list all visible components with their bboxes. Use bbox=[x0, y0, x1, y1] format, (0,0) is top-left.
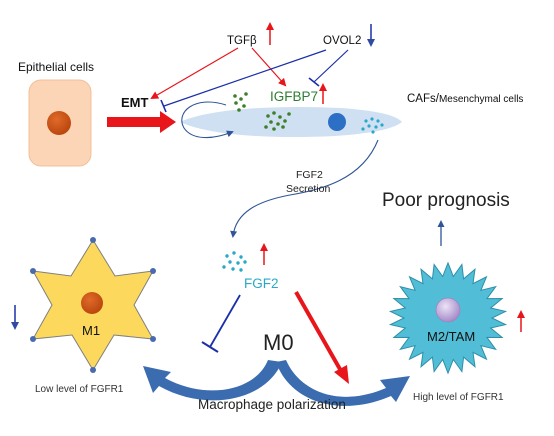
tgfb-to-emt-arrow bbox=[150, 47, 239, 100]
emt-label: EMT bbox=[121, 95, 149, 110]
tgfb-to-igfbp7-arrow bbox=[251, 47, 287, 87]
fgf2-label: FGF2 bbox=[244, 276, 279, 291]
m2-nucleus bbox=[435, 297, 461, 323]
epithelial-cells-label: Epithelial cells bbox=[18, 60, 94, 74]
polarization-label: Macrophage polarization bbox=[198, 397, 346, 412]
igfbp7-dots bbox=[233, 92, 291, 131]
caf-fgf2-dots bbox=[361, 117, 384, 134]
m1-label: M1 bbox=[82, 323, 100, 338]
ovol2-label: OVOL2 bbox=[323, 35, 361, 47]
fgf2-inhibits-m1 bbox=[209, 294, 241, 348]
autocrine-loop-arrow bbox=[181, 101, 234, 139]
igfbp7-label: IGFBP7 bbox=[270, 89, 318, 104]
emt-arrow bbox=[107, 111, 176, 133]
caf-cell bbox=[180, 106, 402, 138]
low-fgfr1-label: Low level of FGFR1 bbox=[35, 384, 124, 395]
mesenchymal-label: Mesenchymal cells bbox=[439, 94, 523, 105]
ovol2-inhibits-emt bbox=[163, 49, 327, 107]
m2-label: M2/TAM bbox=[427, 329, 475, 344]
m1-nucleus bbox=[81, 292, 103, 314]
fgf2-promotes-m2-head bbox=[334, 365, 349, 384]
fgf2-dots bbox=[222, 251, 247, 272]
fgf2-inhibit-bar-m1 bbox=[201, 341, 219, 353]
ovol2-inhibit-bar-igfbp7 bbox=[308, 77, 320, 87]
fgf2-secretion-arrow bbox=[230, 139, 379, 238]
fgf2-secretion-line1: FGF2 bbox=[296, 169, 323, 181]
polarization-arrow-left bbox=[143, 360, 282, 401]
fgf2-promotes-m2 bbox=[294, 291, 343, 372]
epithelial-nucleus bbox=[47, 111, 71, 135]
tgfb-label: TGFβ bbox=[227, 35, 257, 47]
cafs-label-group: CAFs/Mesenchymal cells bbox=[407, 93, 523, 105]
high-fgfr1-label: High level of FGFR1 bbox=[413, 392, 504, 403]
ovol2-inhibit-bar-emt bbox=[160, 99, 167, 113]
fgf2-secretion-line2: Secretion bbox=[286, 183, 331, 195]
cafs-label: CAFs/ bbox=[407, 93, 440, 105]
caf-nucleus bbox=[328, 113, 346, 131]
ovol2-inhibits-igfbp7 bbox=[313, 49, 349, 83]
polarization-arrow-right bbox=[276, 360, 410, 406]
poor-prognosis-label: Poor prognosis bbox=[382, 190, 510, 211]
m0-label: M0 bbox=[263, 330, 294, 355]
m1-vertex-dots bbox=[30, 237, 156, 373]
